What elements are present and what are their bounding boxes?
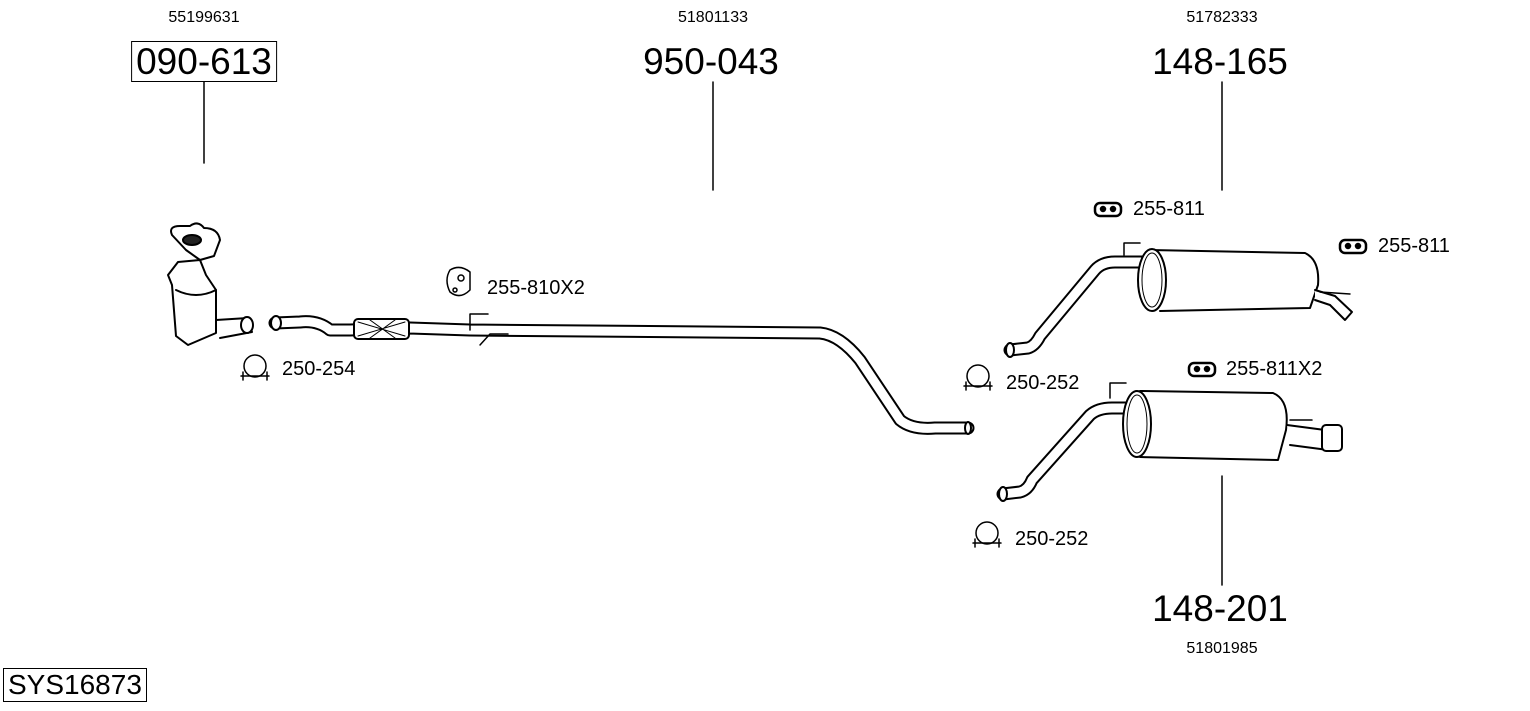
accessory-link[interactable]: 255-811 [1378,235,1450,257]
rubber-mount-icon [1338,238,1368,255]
oe-number: 51801133 [678,9,748,26]
rear-silencer-148-165-drawing [1003,242,1353,358]
rubber-mount-icon [1093,201,1123,218]
accessory-link[interactable]: 255-811X2 [1226,358,1323,380]
oe-number: 51801985 [1186,640,1258,657]
system-code: SYS16873 [3,668,147,702]
accessory-link[interactable]: 250-254 [282,358,356,380]
rubber-mount-icon [1187,361,1217,378]
clamp-icon [240,354,270,381]
part-number-link[interactable]: 148-165 [1152,41,1288,82]
clamp-icon [963,364,993,391]
part-number-link[interactable]: 950-043 [643,41,779,82]
clamp-icon [972,521,1002,548]
oe-number: 51782333 [1186,9,1258,26]
part-number-link[interactable]: 090-613 [131,41,277,82]
rear-silencer-148-201-drawing [996,382,1343,502]
accessory-link[interactable]: 250-252 [1015,528,1089,550]
rubber-hanger-icon [446,266,471,297]
accessory-link[interactable]: 255-810X2 [487,277,585,299]
front-pipe-drawing [268,313,975,435]
accessory-link[interactable]: 255-811 [1133,198,1205,220]
catalytic-converter-drawing [167,222,254,346]
accessory-link[interactable]: 250-252 [1006,372,1080,394]
oe-number: 55199631 [168,9,240,26]
part-number-link[interactable]: 148-201 [1152,588,1288,629]
